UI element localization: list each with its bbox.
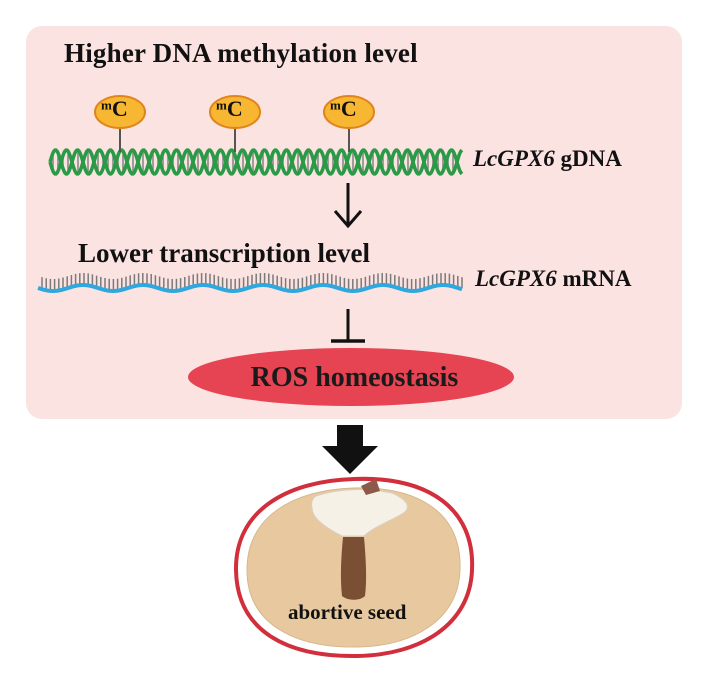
seed-label: abortive seed xyxy=(288,600,407,624)
seed-illustration xyxy=(233,476,475,659)
methyl-label-1: mC xyxy=(101,96,128,121)
panel-title: Higher DNA methylation level xyxy=(64,38,418,68)
inhibition-bar-icon xyxy=(331,309,365,343)
gene-name: LcGPX6 xyxy=(473,146,555,171)
big-down-arrow-icon xyxy=(322,425,378,474)
gdna-suffix: gDNA xyxy=(560,146,622,171)
dna-double-helix xyxy=(48,148,464,176)
transcription-title: Lower transcription level xyxy=(78,238,370,268)
methyl-mark-2 xyxy=(209,95,261,152)
mrna-strand xyxy=(37,273,463,293)
ros-label: ROS homeostasis xyxy=(250,362,459,393)
methyl-mark-3 xyxy=(323,95,375,152)
mrna-suffix: mRNA xyxy=(562,266,632,291)
methyl-label-2: mC xyxy=(216,96,243,121)
gene-name: LcGPX6 xyxy=(475,266,557,291)
methyl-mark-1 xyxy=(94,95,146,152)
methyl-label-3: mC xyxy=(330,96,357,121)
gdna-label: LcGPX6 gDNA xyxy=(473,146,622,172)
mrna-label: LcGPX6 mRNA xyxy=(475,266,632,292)
down-arrow-icon xyxy=(333,183,363,229)
ros-ellipse xyxy=(188,348,514,406)
